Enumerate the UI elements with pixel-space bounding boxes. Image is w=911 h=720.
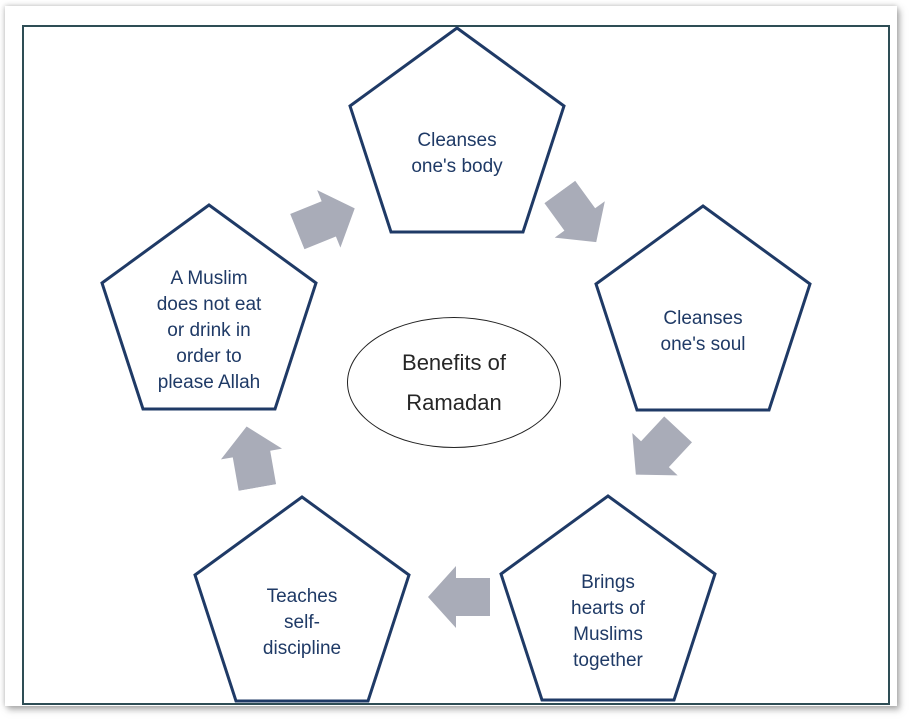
pentagon-shape xyxy=(594,204,812,412)
arrow-bottom-left-to-left xyxy=(216,421,288,493)
block-arrow-icon xyxy=(428,566,490,628)
block-arrow-icon xyxy=(220,426,283,491)
picture-border xyxy=(22,25,890,705)
block-arrow-icon xyxy=(290,190,355,250)
node-label: A Muslim does not eat or drink in order … xyxy=(156,268,262,393)
diagram-title-ellipse: Benefits of Ramadan xyxy=(347,317,561,448)
pentagon-shape xyxy=(100,203,318,411)
node-label: Teaches self- discipline xyxy=(262,586,342,659)
node-brings-hearts-together: Brings hearts of Muslims together xyxy=(499,494,717,702)
block-arrow-icon xyxy=(544,180,605,243)
arrow-left-to-top xyxy=(286,180,367,261)
arrow-right-to-bottom-right xyxy=(613,408,701,496)
arrow-top-to-right xyxy=(535,174,622,261)
node-label: Brings hearts of Muslims together xyxy=(571,572,645,671)
diagram-title: Benefits of Ramadan xyxy=(402,349,506,415)
node-cleanses-soul: Cleanses one's soul xyxy=(594,204,812,412)
node-cleanses-body: Cleanses one's body xyxy=(348,26,566,234)
node-please-allah: A Muslim does not eat or drink in order … xyxy=(100,203,318,411)
arrow-bottom-right-to-bottom-left xyxy=(428,566,490,628)
pentagon-shape xyxy=(193,495,411,703)
block-arrow-icon xyxy=(632,416,693,476)
node-teaches-self-discipline: Teaches self- discipline xyxy=(193,495,411,703)
pentagon-shape xyxy=(499,494,717,702)
node-label: Cleanses one's soul xyxy=(660,308,746,355)
node-label: Cleanses one's body xyxy=(411,130,503,177)
pentagon-shape xyxy=(348,26,566,234)
